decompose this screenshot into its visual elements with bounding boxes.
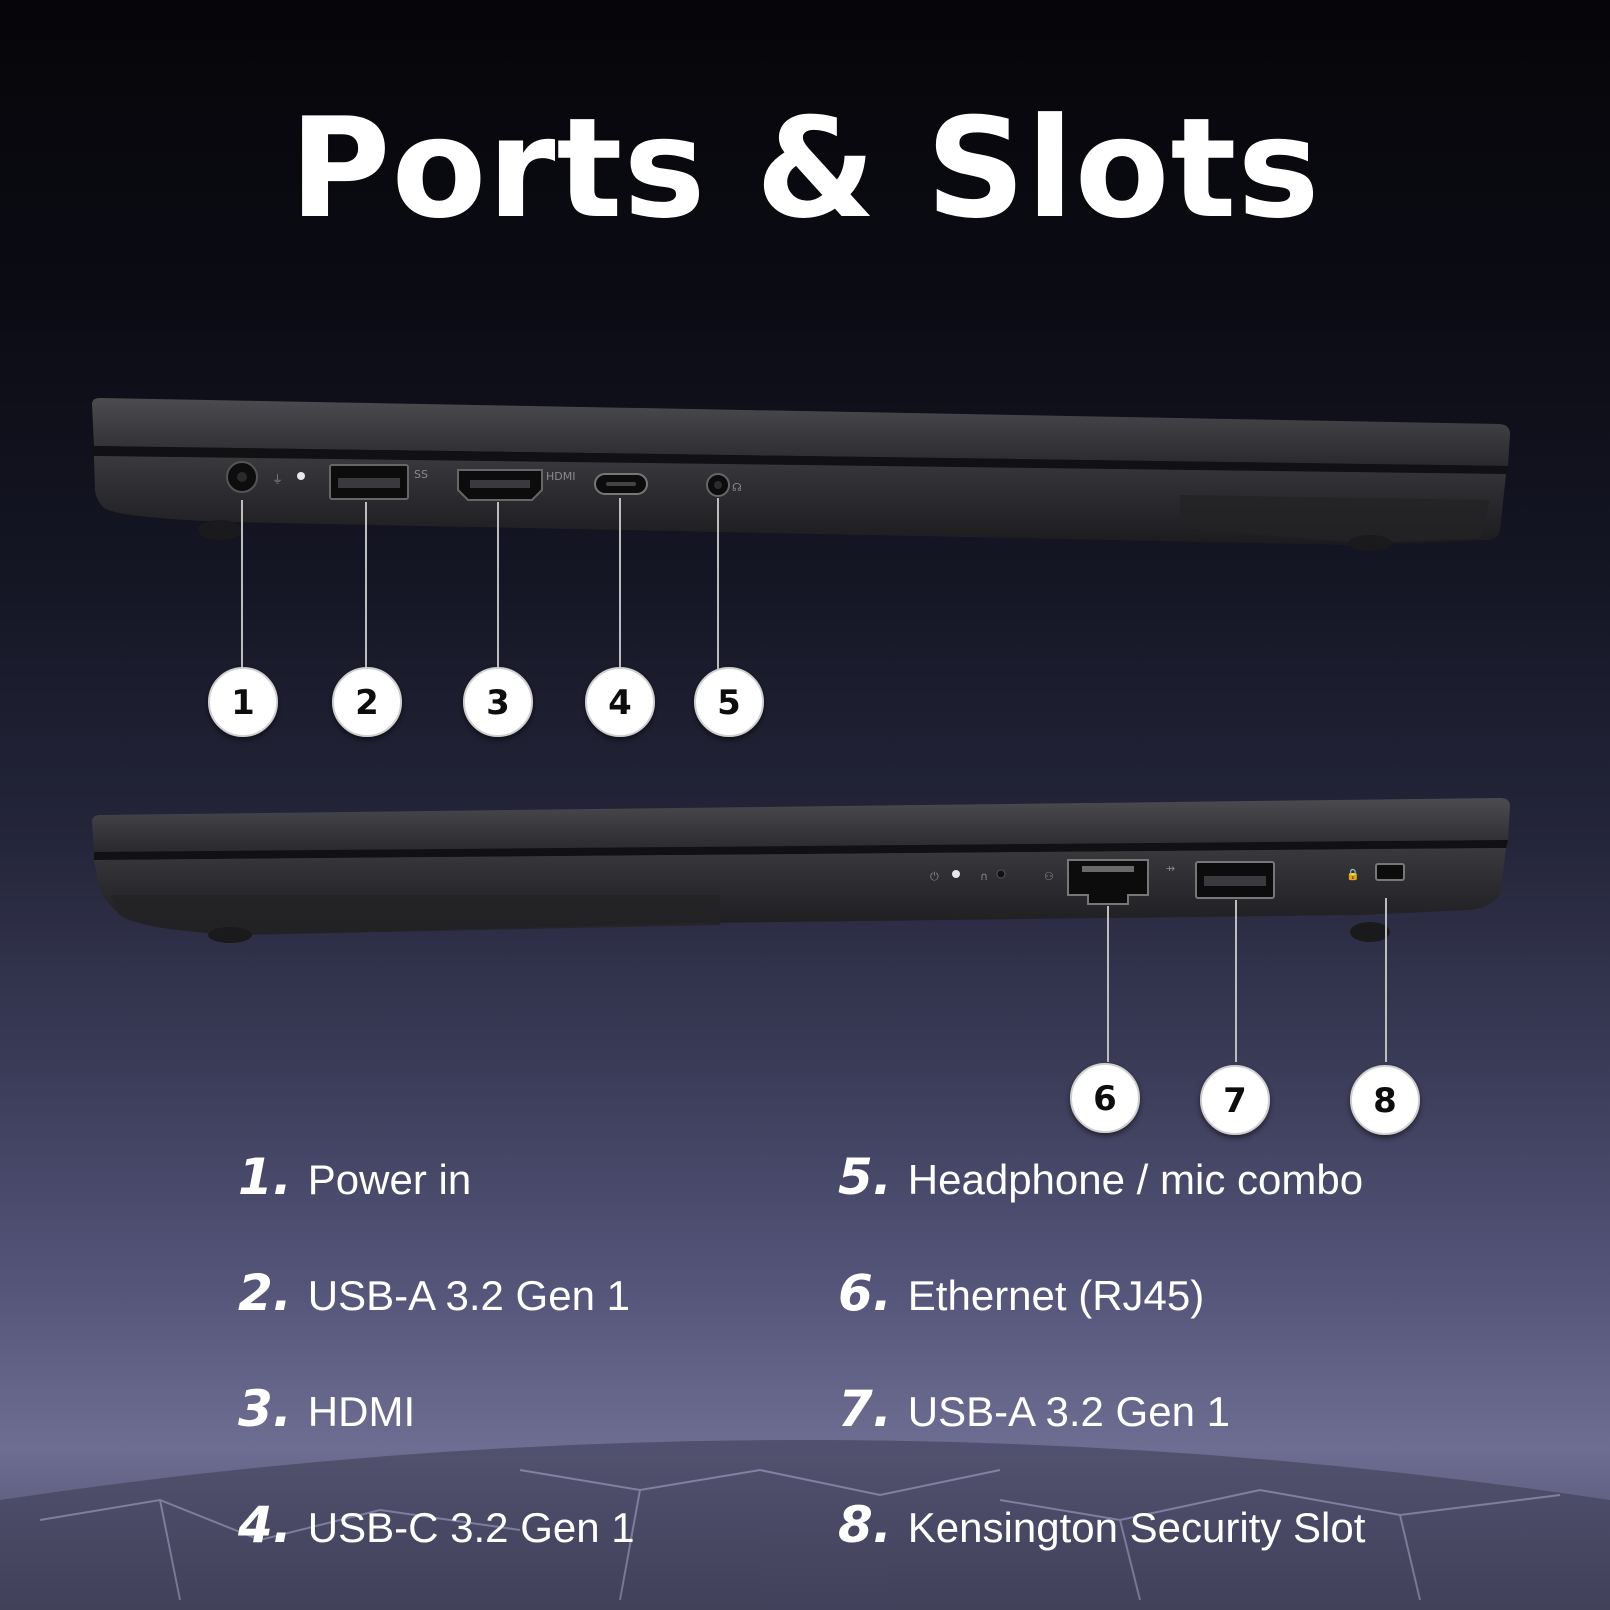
power-icon: ⏻: [930, 870, 939, 883]
usb-a-tongue: [338, 478, 400, 488]
callout-number: 5: [717, 683, 741, 723]
headset-icon: ☊: [732, 481, 742, 494]
laptop-foot: [208, 927, 252, 943]
status-led: [952, 870, 960, 878]
network-icon: ⚇: [1044, 870, 1054, 883]
legend-label: Headphone / mic combo: [907, 1156, 1364, 1203]
legend-label: Power in: [307, 1156, 472, 1203]
laptop-left-side: ⏚ SS HDMI ☊: [92, 398, 1510, 551]
vent-grille: [1180, 495, 1490, 543]
legend-number: 1.: [238, 1148, 292, 1206]
laptop-lid: [92, 798, 1510, 852]
callout-number: 6: [1093, 1079, 1117, 1119]
callout-number: 2: [355, 683, 379, 723]
legend-item-2: 2. USB-A 3.2 Gen 1: [238, 1268, 630, 1318]
legend-item-4: 4. USB-C 3.2 Gen 1: [238, 1500, 635, 1550]
legend-number: 3.: [238, 1380, 292, 1438]
usb-a-tongue: [1204, 876, 1266, 886]
power-plug-icon: ⏚: [272, 473, 283, 486]
legend-item-5: 5. Headphone / mic combo: [838, 1152, 1363, 1202]
legend-label: Ethernet (RJ45): [907, 1272, 1205, 1319]
callout-badge-2: 2: [332, 667, 402, 737]
usb-c-tongue: [606, 482, 636, 486]
legend-label: USB-A 3.2 Gen 1: [907, 1388, 1230, 1435]
legend-item-6: 6. Ethernet (RJ45): [838, 1268, 1204, 1318]
hdmi-logo: HDMI: [546, 470, 575, 483]
laptop-right-side: ⏻ ∩ ⚇ ⇸ 🔒: [92, 798, 1510, 943]
laptop-foot: [198, 520, 242, 540]
callout-number: 3: [486, 683, 510, 723]
laptop-foot: [1348, 535, 1392, 551]
vent-grille: [110, 895, 720, 935]
callout-badge-1: 1: [208, 667, 278, 737]
callout-badge-4: 4: [585, 667, 655, 737]
mic-reset-icon: ∩: [980, 870, 988, 883]
legend-number: 7.: [838, 1380, 892, 1438]
ethernet-pins: [1082, 866, 1134, 872]
legend-number: 2.: [238, 1264, 292, 1322]
legend-label: USB-A 3.2 Gen 1: [307, 1272, 630, 1319]
usb-icon: ⇸: [1166, 862, 1175, 875]
laptop-seam: [94, 446, 1508, 474]
callout-number: 7: [1223, 1081, 1247, 1121]
power-led: [297, 472, 305, 480]
callout-badge-8: 8: [1350, 1065, 1420, 1135]
reset-hole: [996, 869, 1006, 879]
leader-lines: [241, 498, 1387, 1062]
legend-item-1: 1. Power in: [238, 1152, 471, 1202]
legend-number: 5.: [838, 1148, 892, 1206]
legend-label: Kensington Security Slot: [907, 1504, 1366, 1551]
legend-label: USB-C 3.2 Gen 1: [307, 1504, 635, 1551]
callout-badge-3: 3: [463, 667, 533, 737]
legend-item-3: 3. HDMI: [238, 1384, 415, 1434]
legend-item-7: 7. USB-A 3.2 Gen 1: [838, 1384, 1230, 1434]
hdmi-pins: [470, 480, 530, 488]
legend-number: 6.: [838, 1264, 892, 1322]
callout-badge-7: 7: [1200, 1065, 1270, 1135]
page-title: Ports & Slots: [289, 88, 1321, 249]
laptop-foot: [1350, 922, 1390, 942]
legend-number: 8.: [838, 1496, 892, 1554]
legend-label: HDMI: [307, 1388, 416, 1435]
legend-number: 4.: [238, 1496, 292, 1554]
laptop-seam: [94, 840, 1508, 860]
callout-number: 1: [231, 683, 255, 723]
ss-logo: SS: [414, 468, 428, 481]
lock-icon: 🔒: [1346, 868, 1360, 881]
callout-badge-6: 6: [1070, 1063, 1140, 1133]
callout-number: 8: [1373, 1081, 1397, 1121]
planet-surface: [0, 1440, 1610, 1610]
callout-number: 4: [608, 683, 632, 723]
kensington-slot: [1375, 863, 1405, 881]
legend-item-8: 8. Kensington Security Slot: [838, 1500, 1365, 1550]
power-port-pin: [237, 472, 247, 482]
laptop-base: [94, 456, 1506, 545]
callout-badge-5: 5: [694, 667, 764, 737]
laptop-lid: [92, 398, 1510, 466]
audio-jack-hole: [714, 481, 722, 489]
